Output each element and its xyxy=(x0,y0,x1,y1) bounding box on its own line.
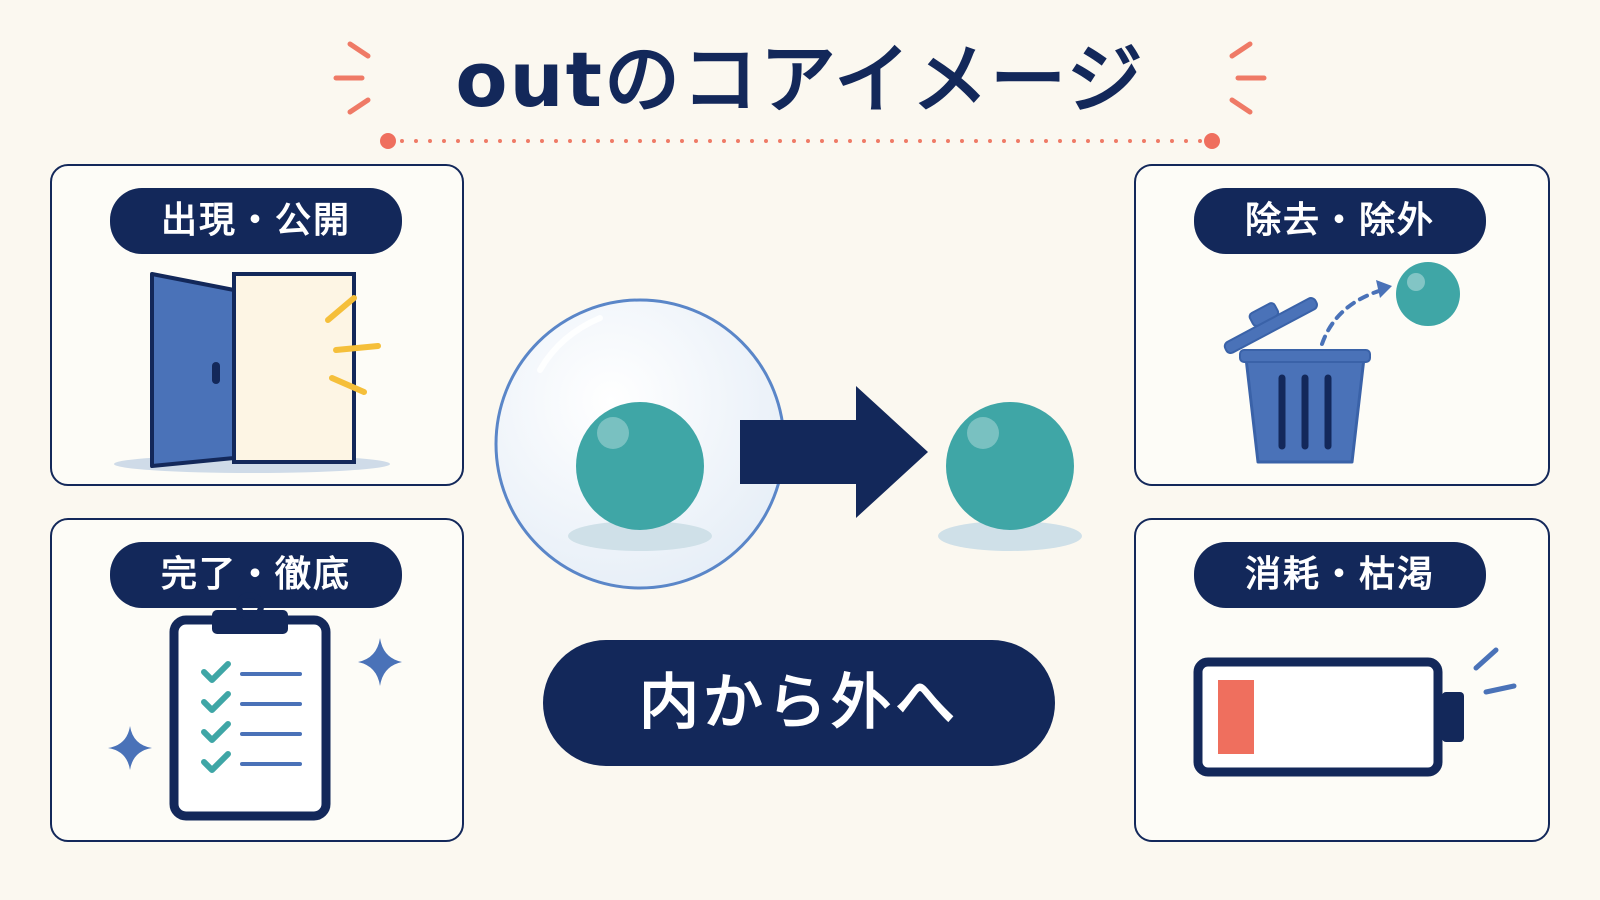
trash-can-icon xyxy=(1223,262,1460,464)
outer-ball-icon xyxy=(946,402,1074,530)
low-battery-icon xyxy=(1193,647,1517,777)
inner-ball-icon xyxy=(576,402,704,530)
center-label: 内から外へ xyxy=(543,640,1055,766)
sparkle-icon xyxy=(358,638,402,686)
card-appear-label: 出現・公開 xyxy=(110,188,402,254)
card-complete-label: 完了・徹底 xyxy=(110,542,402,608)
clipboard-checklist-icon xyxy=(108,592,402,821)
card-complete: 完了・徹底 xyxy=(50,518,464,842)
card-appear: 出現・公開 xyxy=(50,164,464,486)
sparkle-icon xyxy=(108,726,152,770)
arrow-right-icon xyxy=(740,386,928,518)
page-title: outのコアイメージ xyxy=(455,35,1145,124)
card-remove-label: 除去・除外 xyxy=(1194,188,1486,254)
open-door-icon xyxy=(114,272,390,473)
card-remove: 除去・除外 xyxy=(1134,164,1550,486)
card-consume: 消耗・枯渇 xyxy=(1134,518,1550,842)
card-consume-label: 消耗・枯渇 xyxy=(1194,542,1486,608)
ball-icon xyxy=(1396,262,1460,326)
